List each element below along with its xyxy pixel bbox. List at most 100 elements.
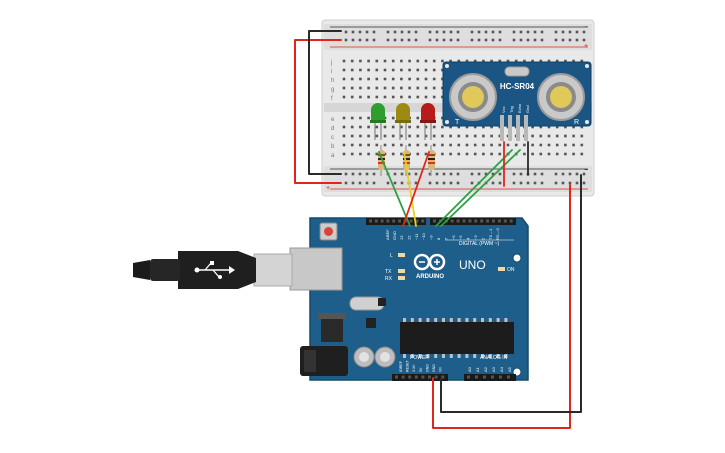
row-letter-e: e [331, 117, 335, 123]
led-yellow [395, 103, 411, 140]
bb-rail-hole [428, 181, 432, 185]
minus-label-top: − [584, 24, 588, 31]
power-pin-label: RESET [406, 359, 410, 372]
bb-hole [531, 59, 534, 63]
bb-hole [547, 143, 551, 147]
bb-hole [367, 125, 370, 129]
bb-rail-hole [456, 172, 460, 176]
bb-hole [375, 134, 379, 138]
bb-hole [441, 143, 444, 147]
bb-hole [367, 86, 370, 90]
bb-rail-hole [554, 30, 558, 34]
bb-hole [416, 116, 420, 120]
bb-hole [408, 68, 411, 72]
breadboard-row-letters: j i h g f e d c b a [330, 60, 335, 159]
bb-hole [375, 143, 379, 147]
bb-rail-hole [351, 38, 355, 42]
wire-yellow-led [403, 151, 417, 227]
mcu-pin [410, 318, 414, 322]
bb-rail-hole [568, 38, 572, 42]
bb-hole [375, 152, 379, 156]
bb-hole [342, 125, 346, 129]
bb-rail-hole [414, 172, 418, 176]
bb-rail-hole [533, 181, 537, 185]
bb-hole [449, 59, 452, 63]
bb-hole [416, 59, 420, 63]
header-hole [409, 219, 413, 223]
led-tx [398, 269, 405, 273]
bb-rail-hole [582, 38, 586, 42]
bb-rail-hole [351, 30, 355, 34]
header-hole [415, 219, 419, 223]
analog-pin-label: A0 [467, 366, 472, 372]
bb-hole [416, 125, 420, 129]
bb-hole [367, 143, 370, 147]
header-hole [374, 219, 378, 223]
plus-label-top: + [584, 43, 588, 50]
bb-hole [580, 152, 584, 156]
bb-hole [547, 134, 551, 138]
usb-cable-end [133, 260, 150, 280]
bb-hole [449, 143, 452, 147]
digital-label: DIGITAL (PWM ~) [459, 241, 499, 247]
reset-button-cap[interactable] [324, 227, 333, 236]
bb-hole [359, 59, 362, 63]
bb-hole [383, 143, 387, 147]
bb-hole [457, 152, 461, 156]
digital-pin-label: ~5 [458, 235, 463, 240]
bb-hole [383, 86, 387, 90]
mcu-pin [504, 318, 508, 322]
bb-hole [408, 134, 411, 138]
mcu-pin [473, 354, 477, 358]
bb-hole [547, 125, 551, 129]
mcu-pin [426, 354, 430, 358]
bb-hole [465, 152, 469, 156]
header-hole [462, 219, 466, 223]
bb-hole [498, 59, 502, 63]
mcu-pin [434, 354, 438, 358]
bb-rail-hole [498, 172, 502, 176]
usb-plug-metal [253, 253, 293, 287]
bb-hole [441, 59, 444, 63]
bb-hole [350, 86, 354, 90]
header-hole [434, 375, 438, 379]
bb-hole [441, 86, 444, 90]
power-pin-label: IOREF [399, 360, 403, 372]
bb-hole [350, 116, 354, 120]
bb-hole [359, 86, 362, 90]
bb-hole [555, 59, 559, 63]
bb-rail-hole [533, 172, 537, 176]
bb-rail-hole [484, 172, 488, 176]
bb-rail-hole [365, 181, 369, 185]
arduino-brand: ARDUINO [416, 274, 444, 280]
digital-pin-label: ~11 [414, 233, 419, 240]
bb-hole [391, 134, 395, 138]
power-header [392, 374, 448, 381]
analog-pin-label: A4 [499, 366, 504, 372]
analog-pin-label: A5 [507, 366, 512, 372]
bb-hole [400, 134, 403, 138]
mcu-pin [434, 318, 438, 322]
row-letter-a: a [331, 153, 335, 159]
header-hole [474, 219, 478, 223]
bb-hole [408, 125, 411, 129]
bb-hole [383, 77, 387, 81]
header-hole [483, 375, 486, 379]
header-hole [497, 219, 501, 223]
power-pin-label: GND [425, 364, 429, 372]
bb-hole [375, 77, 379, 81]
bb-rail-hole [435, 172, 439, 176]
bb-rail-hole [344, 38, 348, 42]
usb-cable [133, 251, 293, 289]
bb-rail-hole [400, 30, 404, 34]
header-hole [401, 375, 405, 379]
bb-rail-hole [393, 38, 397, 42]
header-hole [492, 219, 495, 223]
bb-hole [408, 59, 411, 63]
bb-rail-hole [519, 172, 523, 176]
bb-hole [432, 143, 436, 147]
mcu-pin [504, 354, 508, 358]
bb-rail-hole [512, 38, 516, 42]
header-hole [507, 375, 510, 379]
